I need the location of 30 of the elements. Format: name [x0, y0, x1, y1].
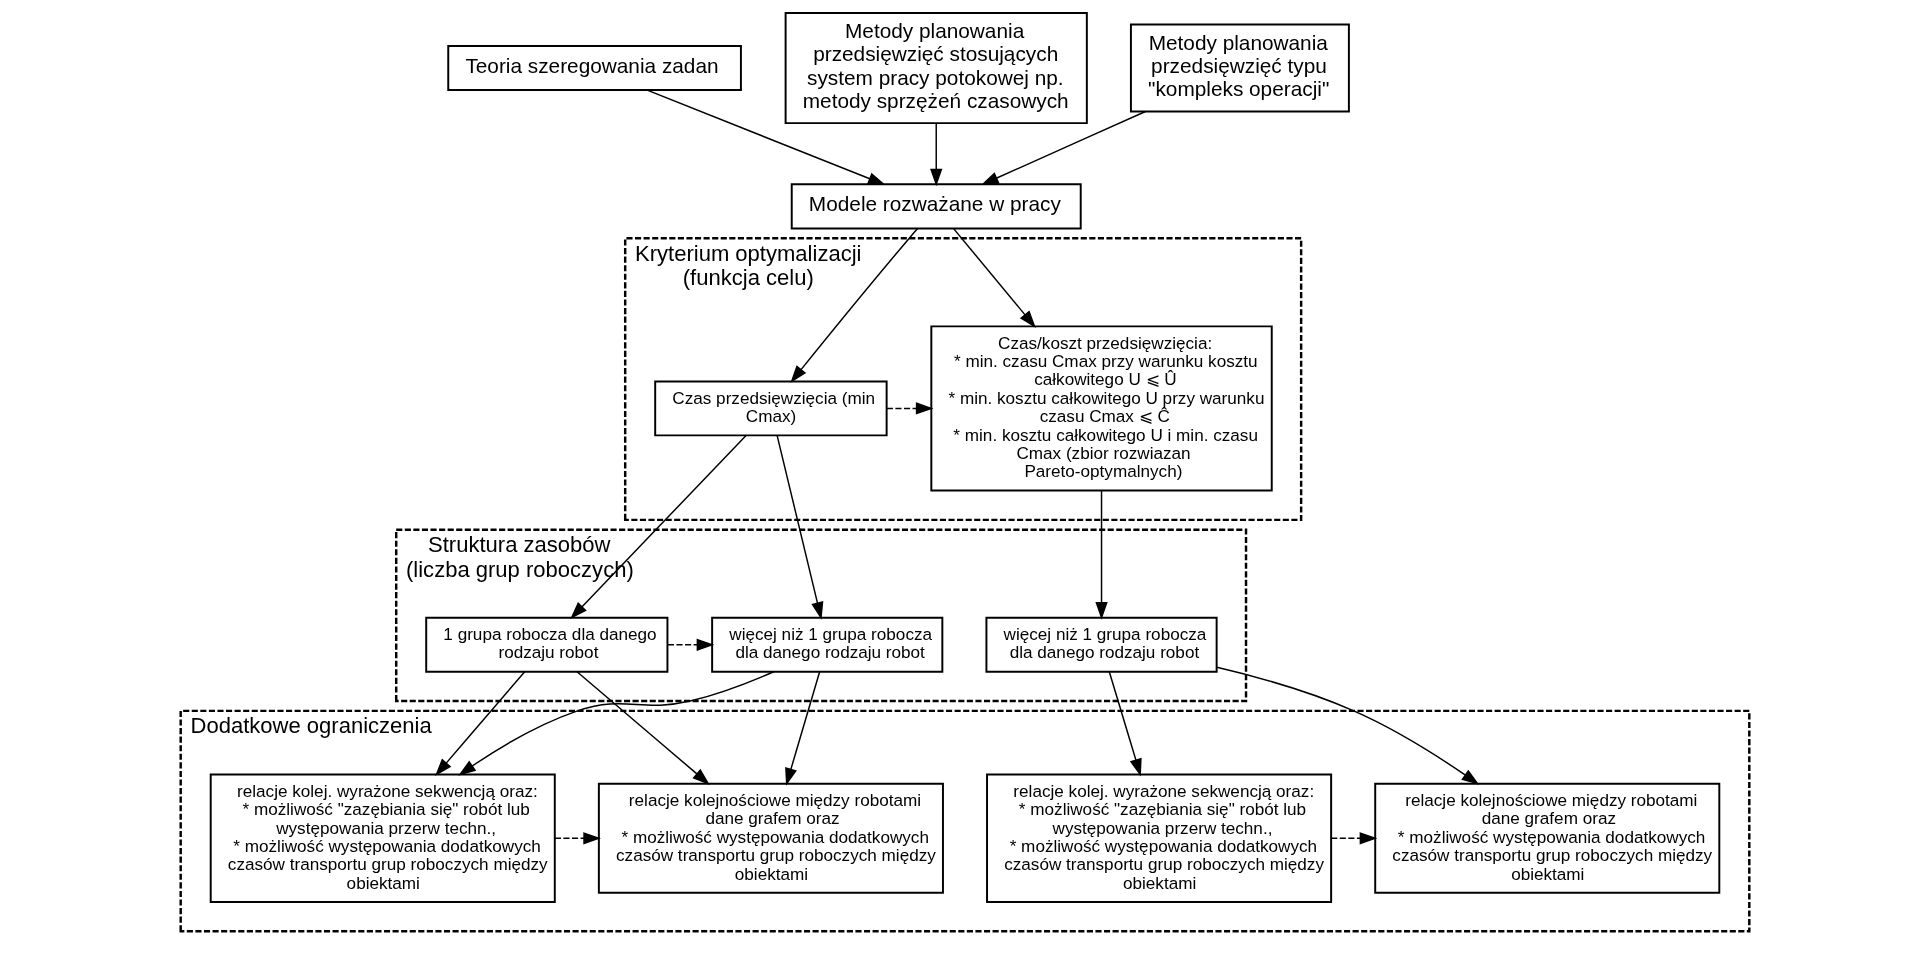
node-box: Metody planowania przedsięwzięć stosujących system pracy potokowej np. metody sprzężeń czasowych [784, 11, 1088, 125]
arrow [1216, 666, 1480, 785]
arrow [1095, 490, 1108, 620]
arrow [790, 227, 919, 383]
arrow [576, 671, 710, 785]
node-box: więcej niż 1 grupa robocza dla danego rodzaju robot [985, 616, 1218, 673]
arrow [646, 89, 886, 185]
node-box: 1 grupa robocza dla danego rodzaju robot [425, 616, 669, 673]
node-box: Czas przedsięwzięcia (min Cmax) [654, 380, 888, 437]
arrow [435, 671, 526, 777]
node-box: relacje kolejnościowe między robotami dane grafem oraz * możliwość występowania dodatkowych czasów transportu grup roboczych między obiektami [1374, 782, 1721, 894]
node-box: więcej niż 1 grupa robocza dla danego rodzaju robot [711, 616, 944, 673]
arrow [570, 434, 747, 620]
arrow [776, 434, 824, 620]
arrow [785, 671, 821, 786]
node-box: Czas/koszt przedsięwzięcia: * min. czasu Cmax przy warunku kosztu całkowitego U ⩽ Û * min. kosztu całkowitego U przy warunku czasu Cmax ⩽ Ĉ * min. kosztu całkowitego U i min. czasu Cmax (zbior rozwiazan Pareto-optymalnych) [930, 325, 1273, 492]
arrow [981, 110, 1147, 186]
node-box: relacje kolejnościowe między robotami dane grafem oraz * możliwość występowania dodatkowych czasów transportu grup roboczych między obiektami [597, 782, 944, 894]
arrow [1108, 671, 1142, 777]
node-box: relacje kolej. wyrażone sekwencją oraz: * możliwość "zazębiania się" robót lub występowania przerw techn., * możliwość występowania dodatkowych czasów transportu grup roboczych między obiektami [986, 773, 1333, 903]
arrow [554, 832, 601, 845]
node-box: relacje kolej. wyrażone sekwencją oraz: * możliwość "zazębiania się" robót lub występowania przerw techn., * możliwość występowania dodatkowych czasów transportu grup roboczych między obiektami [209, 773, 556, 903]
arrow [667, 638, 715, 651]
arrow [952, 227, 1036, 328]
node-box: Modele rozważane w pracy [790, 183, 1082, 230]
arrow [1330, 832, 1378, 845]
arrow [886, 402, 934, 415]
node-box: Metody planowania przedsięwzięć typu "kompleks operacji" [1129, 23, 1350, 113]
node-box: Teoria szeregowania zadan [447, 45, 742, 92]
arrow [930, 122, 943, 187]
